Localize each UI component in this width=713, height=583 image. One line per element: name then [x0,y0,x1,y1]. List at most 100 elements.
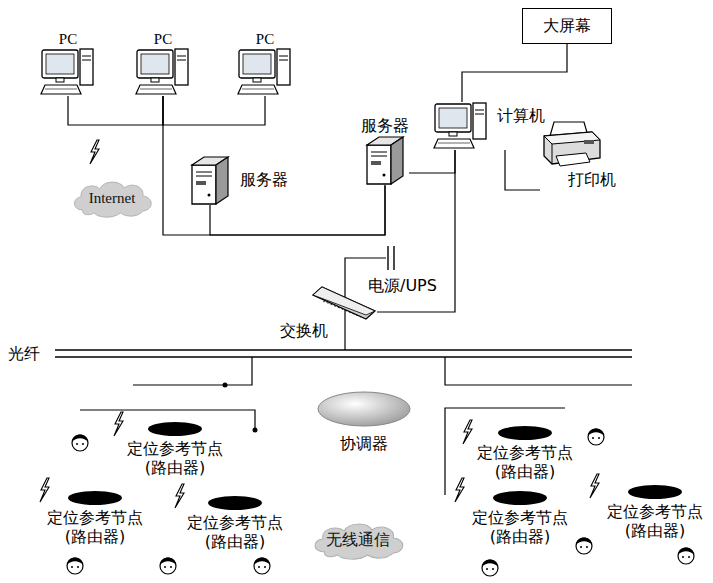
server-icon-part [196,172,212,173]
server-icon-part [371,161,381,165]
router-node: 定位参考节点 (路由器) [590,484,713,540]
capacitor-plate [387,246,388,270]
server-icon-part [208,194,211,197]
router-ellipse [67,490,123,506]
node-label: PC [237,30,293,48]
connector-wire [462,44,567,102]
pc-icon-part [253,78,261,82]
router-node: 定位参考节点 (路由器) [170,495,300,551]
node-label: 协调器 [314,434,414,453]
connector-wire [210,185,385,235]
person-head [588,429,604,446]
server-node: 服务器 [188,155,288,205]
junction-dot [253,428,258,433]
server-icon-part [192,165,216,204]
free-label: 电源/UPS [368,276,437,295]
wireless-bolt [114,412,123,436]
cloud-node: 无线通信 [310,520,406,560]
server-icon-part [371,156,387,157]
router-ellipse [207,495,263,511]
server-node: 服务器 [361,116,409,185]
switch-icon-part [313,287,375,319]
node-label: PC [135,30,191,48]
pc-icon-part [80,49,93,85]
pc-icon-part [177,60,186,61]
wire [133,357,252,385]
printer-icon-part [544,132,600,144]
coordinator-ellipse-part [318,392,410,426]
switch-icon [311,285,377,321]
router-ellipse [492,490,548,506]
pc-icon-part [46,54,74,74]
coordinator-node: 协调器 [314,390,414,453]
node-label: 服务器 [361,116,409,135]
wire [344,310,345,350]
node-label: 服务器 [240,170,288,189]
pc-icon [40,48,96,96]
router-ellipse [147,421,203,437]
pc-icon-part [45,89,77,90]
connector-wire [409,150,455,173]
node-label: 打印机 [540,170,616,189]
server-icon-part [196,181,206,185]
router-ellipse-part [208,496,262,510]
server-icon-part [216,157,228,204]
cloud-node: Internet [70,178,154,218]
printer-icon-part [556,153,590,166]
connector-wire [68,96,163,125]
connector-wire [505,150,540,190]
node-label: 大屏幕 [543,16,591,35]
person-head [254,558,270,575]
pc-icon-part [140,89,172,90]
printer-node: 打印机 [540,118,616,189]
pc-icon-part [42,50,78,78]
wireless-bolt [455,478,464,502]
person-head [482,560,498,577]
switch-icon-part [323,301,361,317]
coordinator-ellipse [316,390,412,428]
junction-dot [223,383,228,388]
wireless-bolt [40,478,49,502]
router-node: 定位参考节点 (路由器) [460,425,590,481]
printer-icon-part [584,140,594,144]
router-ellipse [497,425,553,441]
computer-icon-part [434,139,474,148]
person-head [160,558,176,575]
node-label: Internet [89,189,136,207]
router-ellipse-part [493,491,547,505]
pc-icon-part [177,56,186,57]
pc-icon-part [277,49,290,85]
computer-icon-part [475,114,484,115]
pc-node: PC [40,30,96,96]
server-icon-part [371,152,387,153]
router-ellipse [627,484,683,500]
router-node: 定位参考节点 (路由器) [30,490,160,546]
pc-icon-part [56,78,64,82]
pc-icon-part [279,60,288,61]
wire [445,357,632,385]
pc-icon [237,48,293,96]
server-icon-part [391,137,403,184]
switch-node: 交换机 [278,285,377,343]
server-icon-part [383,174,386,177]
computer-icon-part [449,132,457,136]
node-label: PC [40,30,96,48]
router-ellipse-part [628,485,682,499]
pc-icon-part [41,85,81,94]
node-label: 定位参考节点 (路由器) [184,513,286,551]
pc-icon-part [136,85,176,94]
node-label: 交换机 [280,321,328,340]
wireless-bolt [463,420,472,444]
pc-icon-part [175,49,188,85]
computer-icon-part [435,104,471,132]
person-head [576,538,592,555]
node-label: 定位参考节点 (路由器) [44,508,146,546]
router-ellipse-part [148,422,202,436]
capacitor-plate [393,246,394,270]
wireless-bolt [90,140,99,164]
pc-node: PC [237,30,293,96]
pc-icon-part [82,56,91,57]
pc-icon-part [141,54,169,74]
printer-icon-part [552,144,553,164]
cloud-shape-part [74,182,151,217]
